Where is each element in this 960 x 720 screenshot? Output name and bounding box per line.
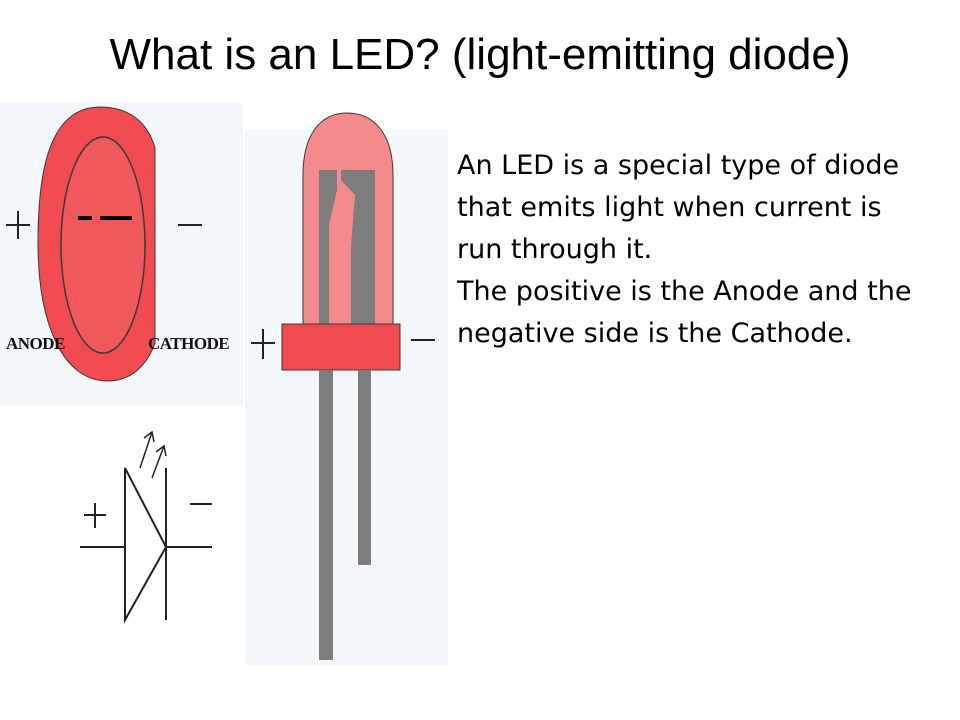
description-text: An LED is a special type of diode that e… [457,145,927,355]
cathode-leg [358,370,371,565]
description-paragraph-2: The positive is the Anode and the negati… [457,276,912,349]
led-schematic-symbol [40,420,240,665]
led-top-inner-ellipse [60,136,146,354]
anode-label: ANODE [6,334,65,353]
description-paragraph-1: An LED is a special type of diode that e… [457,150,900,265]
cathode-anvil [341,170,375,325]
anode-leg [319,370,333,660]
led-base-flange [281,323,401,371]
anode-post [319,170,337,325]
cathode-label: CATHODE [148,334,230,353]
led-side-view-diagram [251,112,435,660]
page-title: What is an LED? (light-emitting diode) [109,30,851,79]
led-dome [302,112,394,326]
led-top-view-diagram [6,106,202,382]
